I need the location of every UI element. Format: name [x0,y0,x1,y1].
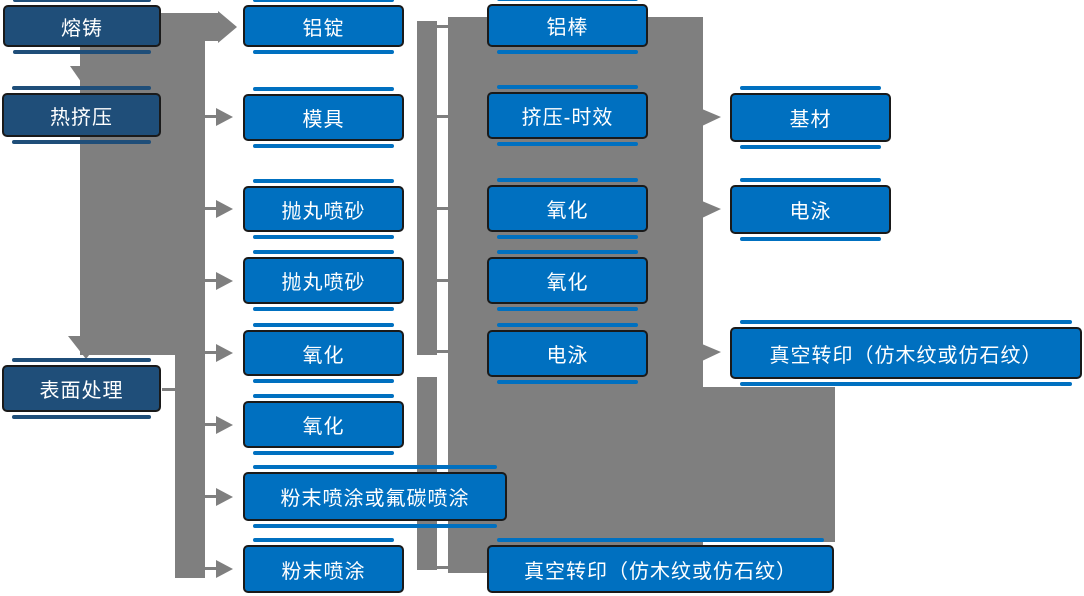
node-vacuum-transfer-print-1: 真空转印（仿木纹或仿石纹） [487,538,834,593]
node-melt-casting: 熔铸 [3,0,161,54]
node-electrophoresis-2: 电泳 [730,178,891,241]
bottom-backdrop [448,387,835,542]
down-arrow-1 [70,66,102,89]
node-oxidation-3: 氧化 [487,178,648,239]
node-powder-or-fluorocarbon-coating: 粉末喷涂或氟碳喷涂 [243,465,507,528]
node-oxidation-2: 氧化 [243,394,404,455]
node-vacuum-transfer-print-2: 真空转印（仿木纹或仿石纹） [730,320,1082,386]
node-aluminum-rod: 铝棒 [487,0,648,54]
node-extrusion-aging: 挤压-时效 [487,85,648,146]
surface-treatment-link [162,388,177,391]
arrows-into-column-4 [702,109,721,361]
node-shot-blasting-1: 抛丸喷砂 [243,179,404,239]
node-hot-extrusion: 热挤压 [2,86,161,144]
mid-trunk-upper [417,21,450,355]
node-aluminum-ingot: 铝锭 [243,0,404,54]
node-oxidation-4: 氧化 [487,250,648,311]
node-powder-coating: 粉末喷涂 [243,538,404,593]
node-substrate: 基材 [730,86,891,149]
node-oxidation-1: 氧化 [243,323,404,383]
node-electrophoresis-1: 电泳 [487,323,648,384]
down-arrow-2 [68,336,104,359]
node-surface-treatment: 表面处理 [2,358,161,419]
node-mold: 模具 [243,87,404,148]
node-shot-blasting-2: 抛丸喷砂 [243,250,404,311]
left-trunk [80,15,205,578]
